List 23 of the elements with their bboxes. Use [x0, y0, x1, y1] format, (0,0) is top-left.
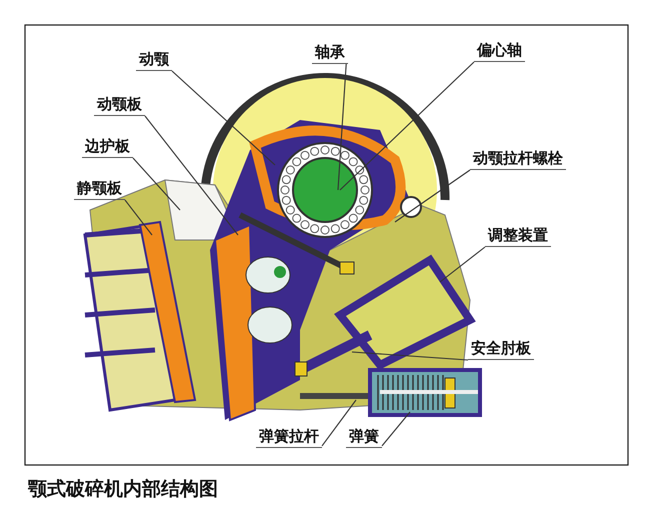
- part-label: 动颚板: [94, 95, 145, 116]
- caption: 颚式破碎机内部结构图: [28, 477, 218, 502]
- part-label: 调整装置: [485, 226, 551, 247]
- leader-line: [172, 70, 276, 166]
- part-label: 安全肘板: [468, 339, 534, 360]
- part-label: 偏心轴: [474, 41, 525, 62]
- leader-line: [382, 412, 410, 446]
- leader-line: [144, 116, 238, 236]
- part-label: 弹簧拉杆: [256, 427, 322, 448]
- part-label: 轴承: [312, 43, 348, 64]
- leader-line: [124, 200, 152, 236]
- part-label: 动颚拉杆螺栓: [470, 149, 566, 170]
- part-label: 静颚板: [74, 179, 125, 200]
- leader-line: [440, 246, 486, 282]
- leader-line: [337, 64, 347, 190]
- leader-line: [394, 170, 470, 222]
- part-label: 动颚: [136, 50, 172, 71]
- leader-line: [322, 400, 356, 446]
- part-label: 边护板: [82, 137, 133, 158]
- leader-line: [352, 351, 468, 361]
- part-label: 弹簧: [346, 427, 382, 448]
- leader-line: [340, 62, 474, 190]
- leader-line: [132, 158, 180, 210]
